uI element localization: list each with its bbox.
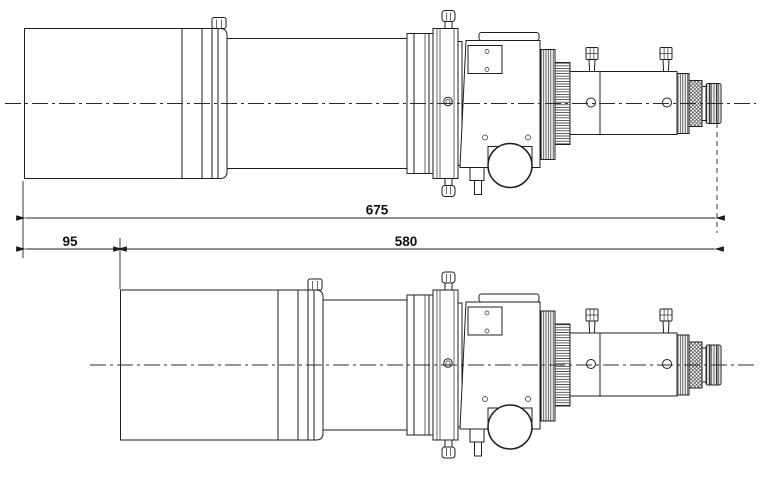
dimension-label-overall: 675 [366, 203, 389, 218]
view-dew-shield-retracted [90, 272, 756, 458]
dimension-label-extension: 95 [62, 234, 78, 249]
dimensions: 675 95 580 [16, 123, 725, 289]
dimension-label-retracted: 580 [395, 234, 418, 249]
dew-shield-extended [24, 17, 228, 179]
view-dew-shield-extended [5, 11, 756, 197]
dew-shield-retracted [120, 278, 324, 441]
